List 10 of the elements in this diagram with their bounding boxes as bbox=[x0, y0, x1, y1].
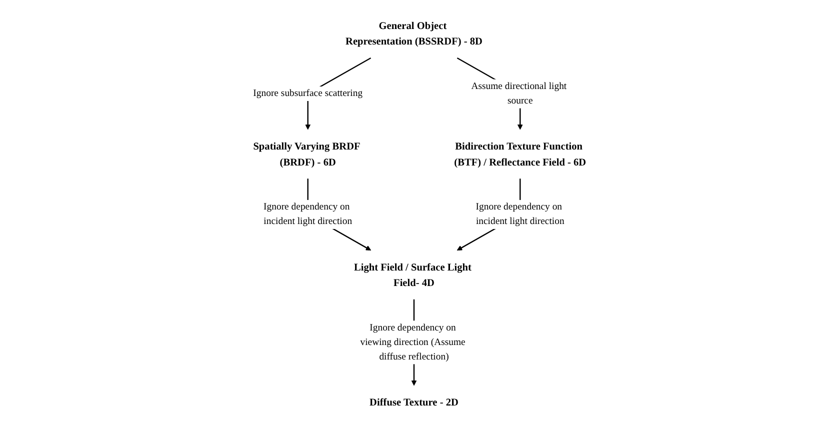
node-text: Bidirection Texture Function (BTF) / Reflectance Field - 6D bbox=[454, 140, 586, 168]
edge-label: Ignore subsurface scattering bbox=[253, 88, 363, 99]
node-text: Light Field / Surface Light Field- 4D bbox=[354, 261, 472, 288]
edge-label: Ignore dependency on viewing direction (Assume diffuse reflection) bbox=[360, 322, 466, 362]
node-text: Spatially Varying BRDF (BRDF) - 6D bbox=[253, 140, 360, 168]
edge-label: Assume directional light source bbox=[471, 81, 567, 106]
edge-label: Ignore dependency on incident light direction bbox=[264, 202, 352, 227]
node-text: General Object Representation (BSSRDF) - 8D bbox=[346, 20, 482, 47]
edge-label: Ignore dependency on incident light direction bbox=[476, 202, 564, 227]
node-text: Diffuse Texture - 2D bbox=[370, 396, 458, 408]
